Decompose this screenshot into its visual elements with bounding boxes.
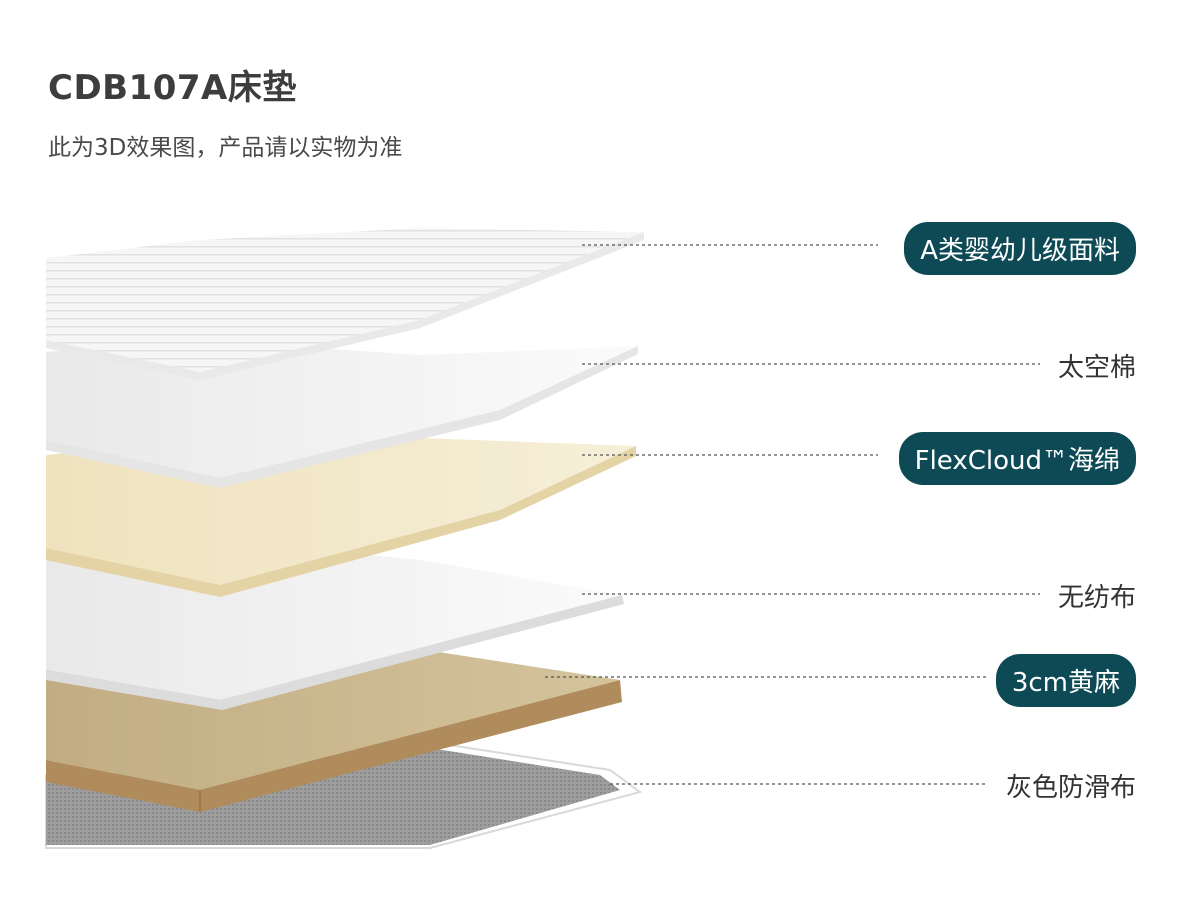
layer-label-nonwoven: 无纺布 xyxy=(1058,577,1136,614)
layer-label-foam: FlexCloud™海绵 xyxy=(899,432,1136,485)
layer-label-row-6: 灰色防滑布 xyxy=(1006,767,1136,804)
layer-label-row-2: 太空棉 xyxy=(1058,347,1136,384)
layer-label-fabric: A类婴幼儿级面料 xyxy=(904,222,1136,275)
layer-label-row-5: 3cm黄麻 xyxy=(996,654,1136,707)
layer-label-cotton: 太空棉 xyxy=(1058,347,1136,384)
layer-label-antislip: 灰色防滑布 xyxy=(1006,767,1136,804)
layer-label-jute: 3cm黄麻 xyxy=(996,654,1136,707)
layer-label-row-4: 无纺布 xyxy=(1058,577,1136,614)
leader-lines xyxy=(545,245,1040,784)
layer-label-row-3: FlexCloud™海绵 xyxy=(899,432,1136,485)
layer-label-row-1: A类婴幼儿级面料 xyxy=(904,222,1136,275)
